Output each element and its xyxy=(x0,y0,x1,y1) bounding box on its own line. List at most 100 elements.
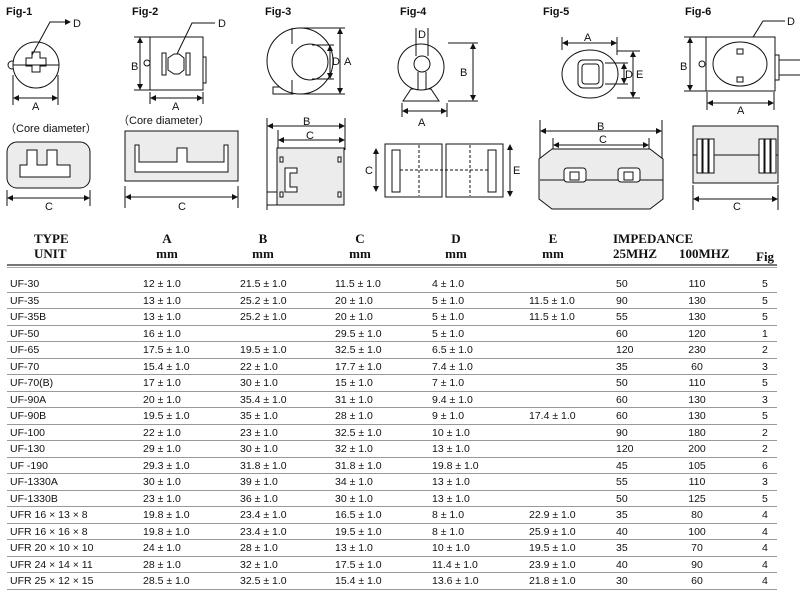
cell-b: 19.5 ± 1.0 xyxy=(240,344,287,356)
header-e-unit: mm xyxy=(542,246,564,261)
cell-fig: 3 xyxy=(762,476,768,488)
cell-c: 17.5 ± 1.0 xyxy=(335,558,382,571)
cell-c: 19.5 ± 1.0 xyxy=(335,525,382,538)
cell-e: 25.9 ± 1.0 xyxy=(529,525,576,538)
cell-fig: 5 xyxy=(762,294,768,307)
cell-a: 20 ± 1.0 xyxy=(143,393,181,406)
cell-type: UF-1330A xyxy=(10,476,58,488)
dim-label-a: A xyxy=(344,56,352,68)
cell-fig: 5 xyxy=(762,410,768,422)
dim-label-c: C xyxy=(306,130,314,142)
cell-a: 19.8 ± 1.0 xyxy=(143,509,190,521)
cell-fig: 3 xyxy=(762,360,768,373)
cell-d: 10 ± 1.0 xyxy=(432,542,470,554)
figures-panel: Fig-1 D A （Core diameter） C Fig-2 D xyxy=(5,6,800,213)
header-d-unit: mm xyxy=(445,246,467,261)
cell-a: 28.5 ± 1.0 xyxy=(143,575,190,587)
cell-impedance-100mhz: 130 xyxy=(688,410,706,422)
cell-a: 17.5 ± 1.0 xyxy=(143,344,190,356)
cell-e: 22.9 ± 1.0 xyxy=(529,509,576,521)
cell-impedance-100mhz: 80 xyxy=(691,509,703,521)
cell-b: 25.2 ± 1.0 xyxy=(240,294,287,307)
dim-label-d: D xyxy=(787,16,795,28)
cell-c: 31.8 ± 1.0 xyxy=(335,459,382,472)
cell-c: 30 ± 1.0 xyxy=(335,492,373,505)
header-divider xyxy=(7,267,777,268)
cell-type: UF-70 xyxy=(10,360,40,373)
cell-impedance-25mhz: 45 xyxy=(616,459,628,472)
header-type: TYPE xyxy=(34,231,69,246)
header-d: D xyxy=(451,231,461,246)
cell-c: 32.5 ± 1.0 xyxy=(335,344,382,356)
cell-c: 13 ± 1.0 xyxy=(335,542,373,554)
cell-type: UF-35 xyxy=(10,294,40,307)
cell-impedance-100mhz: 110 xyxy=(688,377,706,389)
figure-3: Fig-3 A D B C xyxy=(265,6,352,210)
cell-impedance-25mhz: 35 xyxy=(616,542,628,554)
cell-a: 28 ± 1.0 xyxy=(143,558,181,571)
cell-type: UF-70(B) xyxy=(10,377,54,389)
cell-d: 7.4 ± 1.0 xyxy=(432,360,473,373)
figure-title: Fig-2 xyxy=(132,6,158,18)
figure-5: Fig-5 A D E B C xyxy=(538,6,664,210)
cell-c: 20 ± 1.0 xyxy=(335,294,373,307)
cell-b: 23.4 ± 1.0 xyxy=(240,525,287,538)
cell-type: UFR 24 × 14 × 11 xyxy=(10,558,93,571)
header-c: C xyxy=(355,231,365,246)
cell-e: 23.9 ± 1.0 xyxy=(529,558,576,571)
cell-d: 11.4 ± 1.0 xyxy=(432,558,478,571)
figure-2: Fig-2 D B A （Core diameter） C xyxy=(118,6,239,213)
cell-fig: 4 xyxy=(762,558,768,571)
cell-impedance-25mhz: 120 xyxy=(616,443,634,455)
header-a-unit: mm xyxy=(156,246,178,261)
cell-d: 5 ± 1.0 xyxy=(432,327,465,340)
dim-label-d: D xyxy=(625,69,633,81)
dim-label-d: D xyxy=(73,18,81,30)
cell-impedance-100mhz: 180 xyxy=(688,426,706,439)
cell-impedance-25mhz: 50 xyxy=(616,278,628,290)
header-e: E xyxy=(548,231,558,246)
ferrite-core-front-view xyxy=(266,27,334,95)
ferrite-core-side-view xyxy=(692,125,779,184)
cell-a: 19.5 ± 1.0 xyxy=(143,410,190,422)
cell-e: 11.5 ± 1.0 xyxy=(529,294,575,307)
cell-impedance-25mhz: 60 xyxy=(616,410,628,422)
cell-c: 32 ± 1.0 xyxy=(335,443,373,455)
cell-a: 22 ± 1.0 xyxy=(143,426,181,439)
dim-label-b: B xyxy=(131,61,138,73)
cell-fig: 4 xyxy=(762,525,768,538)
cell-b: 25.2 ± 1.0 xyxy=(240,311,287,323)
cell-d: 13 ± 1.0 xyxy=(432,492,470,505)
cell-fig: 2 xyxy=(762,426,768,439)
cell-type: UF-1330B xyxy=(10,492,58,505)
cell-type: UF-90A xyxy=(10,393,47,406)
figure-6: Fig-6 D B A C xyxy=(680,6,800,213)
header-b: B xyxy=(258,231,268,246)
cell-b: 32.5 ± 1.0 xyxy=(240,575,287,587)
header-unit: UNIT xyxy=(34,246,67,261)
cell-type: UFR 16 × 13 × 8 xyxy=(10,509,88,521)
cell-a: 12 ± 1.0 xyxy=(143,278,181,290)
cell-fig: 5 xyxy=(762,377,768,389)
cell-a: 16 ± 1.0 xyxy=(143,327,181,340)
cell-b: 23.4 ± 1.0 xyxy=(240,509,287,521)
dim-label-b: B xyxy=(680,61,687,73)
cell-fig: 5 xyxy=(762,492,768,505)
cell-impedance-100mhz: 110 xyxy=(688,278,706,290)
cell-d: 5 ± 1.0 xyxy=(432,311,465,323)
cell-d: 4 ± 1.0 xyxy=(432,278,465,290)
cell-c: 31 ± 1.0 xyxy=(335,393,373,406)
cell-d: 8 ± 1.0 xyxy=(432,509,465,521)
cell-d: 13 ± 1.0 xyxy=(432,443,470,455)
dim-label-c: C xyxy=(178,201,186,213)
cell-impedance-100mhz: 110 xyxy=(688,476,706,488)
header-divider xyxy=(7,264,777,266)
